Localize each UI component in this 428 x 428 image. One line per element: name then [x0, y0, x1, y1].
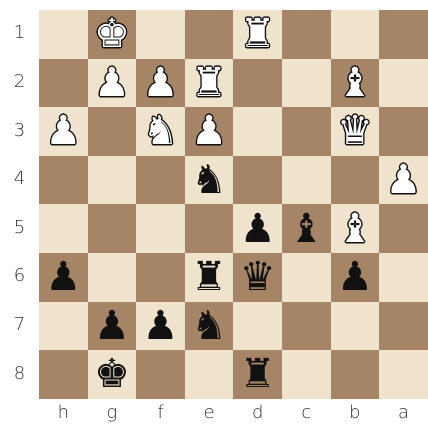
square-a5[interactable]	[379, 204, 428, 253]
black-pawn-icon[interactable]: ♟	[39, 253, 88, 302]
square-h5[interactable]	[39, 204, 88, 253]
square-h8[interactable]	[39, 350, 88, 399]
black-king-icon[interactable]: ♚	[88, 350, 137, 399]
square-c7[interactable]	[282, 302, 331, 351]
square-a2[interactable]	[379, 59, 428, 108]
square-c4[interactable]	[282, 156, 331, 205]
square-d7[interactable]	[233, 302, 282, 351]
file-label-e: e	[185, 402, 234, 423]
rank-label-2: 2	[0, 71, 39, 92]
black-pawn-icon[interactable]: ♟	[136, 302, 185, 351]
white-queen-icon[interactable]: ♛	[331, 107, 380, 156]
square-e8[interactable]	[185, 350, 234, 399]
square-a8[interactable]	[379, 350, 428, 399]
square-h4[interactable]	[39, 156, 88, 205]
file-label-d: d	[233, 402, 282, 423]
square-e1[interactable]	[185, 10, 234, 59]
square-a7[interactable]	[379, 302, 428, 351]
file-label-c: c	[282, 402, 331, 423]
white-bishop-icon[interactable]: ♝	[331, 59, 380, 108]
square-d4[interactable]	[233, 156, 282, 205]
square-c3[interactable]	[282, 107, 331, 156]
rank-label-6: 6	[0, 265, 39, 286]
square-a6[interactable]	[379, 253, 428, 302]
square-h2[interactable]	[39, 59, 88, 108]
black-pawn-icon[interactable]: ♟	[331, 253, 380, 302]
rank-label-4: 4	[0, 168, 39, 189]
white-pawn-icon[interactable]: ♟	[136, 59, 185, 108]
file-label-g: g	[88, 402, 137, 423]
rank-label-7: 7	[0, 314, 39, 335]
square-a1[interactable]	[379, 10, 428, 59]
file-label-b: b	[331, 402, 380, 423]
black-knight-icon[interactable]: ♞	[185, 156, 234, 205]
rank-label-3: 3	[0, 120, 39, 141]
white-pawn-icon[interactable]: ♟	[88, 59, 137, 108]
square-e5[interactable]	[185, 204, 234, 253]
black-rook-icon[interactable]: ♜	[233, 350, 282, 399]
square-h7[interactable]	[39, 302, 88, 351]
square-b7[interactable]	[331, 302, 380, 351]
square-f8[interactable]	[136, 350, 185, 399]
file-label-h: h	[39, 402, 88, 423]
square-g6[interactable]	[88, 253, 137, 302]
file-label-a: a	[379, 402, 428, 423]
white-pawn-icon[interactable]: ♟	[39, 107, 88, 156]
square-d3[interactable]	[233, 107, 282, 156]
square-a3[interactable]	[379, 107, 428, 156]
square-g3[interactable]	[88, 107, 137, 156]
chess-board[interactable]: ♚♜♟♟♜♝♟♞♟♛♞♟♟♝♝♟♜♛♟♟♟♞♚♜	[39, 10, 428, 399]
square-f1[interactable]	[136, 10, 185, 59]
black-pawn-icon[interactable]: ♟	[233, 204, 282, 253]
square-g4[interactable]	[88, 156, 137, 205]
white-knight-icon[interactable]: ♞	[136, 107, 185, 156]
square-f4[interactable]	[136, 156, 185, 205]
square-d2[interactable]	[233, 59, 282, 108]
square-c1[interactable]	[282, 10, 331, 59]
square-c6[interactable]	[282, 253, 331, 302]
white-pawn-icon[interactable]: ♟	[379, 156, 428, 205]
square-f5[interactable]	[136, 204, 185, 253]
white-rook-icon[interactable]: ♜	[233, 10, 282, 59]
square-h1[interactable]	[39, 10, 88, 59]
white-king-icon[interactable]: ♚	[88, 10, 137, 59]
black-knight-icon[interactable]: ♞	[185, 302, 234, 351]
file-label-f: f	[136, 402, 185, 423]
rank-label-8: 8	[0, 363, 39, 384]
square-c2[interactable]	[282, 59, 331, 108]
square-c8[interactable]	[282, 350, 331, 399]
square-g5[interactable]	[88, 204, 137, 253]
square-b4[interactable]	[331, 156, 380, 205]
black-rook-icon[interactable]: ♜	[185, 253, 234, 302]
rank-label-5: 5	[0, 217, 39, 238]
white-rook-icon[interactable]: ♜	[185, 59, 234, 108]
white-bishop-icon[interactable]: ♝	[331, 204, 380, 253]
black-bishop-icon[interactable]: ♝	[282, 204, 331, 253]
square-b8[interactable]	[331, 350, 380, 399]
black-pawn-icon[interactable]: ♟	[88, 302, 137, 351]
black-queen-icon[interactable]: ♛	[233, 253, 282, 302]
rank-label-1: 1	[0, 22, 39, 43]
square-b1[interactable]	[331, 10, 380, 59]
square-f6[interactable]	[136, 253, 185, 302]
white-pawn-icon[interactable]: ♟	[185, 107, 234, 156]
